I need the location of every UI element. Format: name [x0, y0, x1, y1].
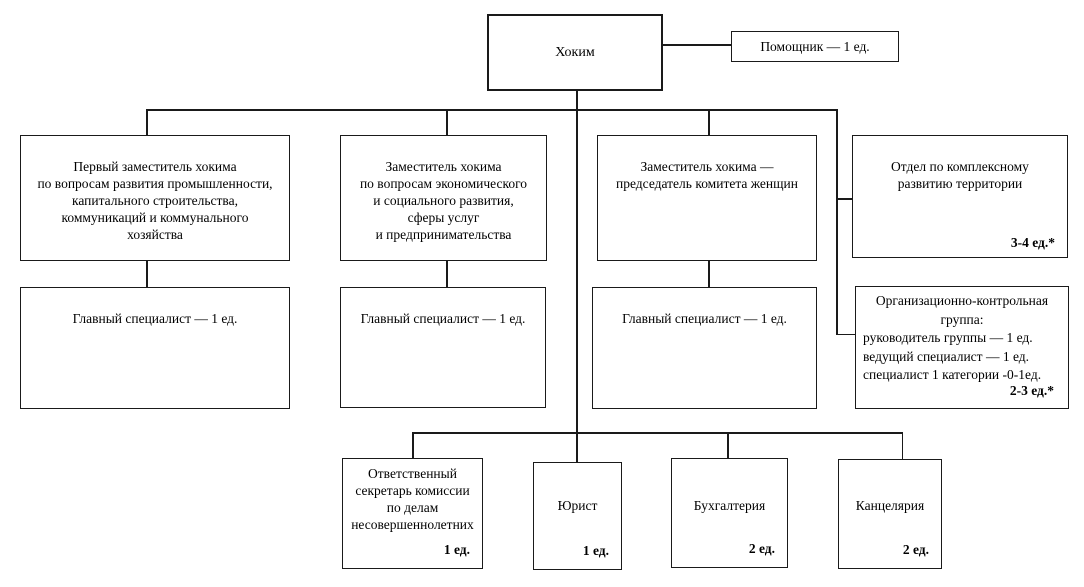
deputy1-label: Первый заместитель хокима по вопросам ра… [37, 159, 273, 242]
connector-branch-complex-dept [836, 198, 852, 200]
complex-dept-label: Отдел по комплексному развитию территори… [891, 159, 1029, 191]
lawyer-count: 1 ед. [582, 543, 609, 558]
chief-specialist3-label: Главный специалист — 1 ед. [622, 311, 787, 326]
connector-drop-chancellery [901, 432, 903, 459]
deputy3-label: Заместитель хокима — председатель комите… [616, 159, 798, 191]
org-control-group-title: Организационно-контрольная группа: [875, 293, 1049, 327]
lawyer-label: Юрист [557, 498, 598, 513]
connector-branch-org-control [836, 333, 855, 335]
accounting-count: 2 ед. [748, 541, 775, 556]
khokim-box: Хоким [487, 14, 663, 91]
connector-central-vertical [576, 91, 578, 462]
connector-drop-deputy2 [446, 109, 448, 135]
complex-dept-count: 3-4 ед.* [1010, 235, 1055, 250]
secretary-box: Ответственный секретарь комиссии по дела… [342, 458, 483, 569]
connector-khokim-assistant [661, 44, 731, 46]
deputy2-label: Заместитель хокима по вопросам экономиче… [359, 159, 528, 242]
connector-drop-secretary [412, 432, 414, 458]
org-control-group-box: Организационно-контрольная группа: руков… [855, 286, 1069, 409]
assistant-label: Помощник — 1 ед. [760, 39, 870, 54]
org-control-group-count: 2-3 ед.* [1009, 383, 1054, 398]
complex-dept-box: Отдел по комплексному развитию территори… [852, 135, 1068, 258]
chief-specialist1-box: Главный специалист — 1 ед. [20, 287, 290, 409]
chief-specialist1-label: Главный специалист — 1 ед. [72, 311, 238, 326]
deputy1-box: Первый заместитель хокима по вопросам ра… [20, 135, 290, 261]
connector-right-vertical [836, 109, 838, 335]
chief-specialist3-box: Главный специалист — 1 ед. [592, 287, 817, 409]
accounting-box: Бухгалтерия 2 ед. [671, 458, 788, 568]
khokim-label: Хоким [555, 45, 595, 60]
chancellery-box: Канцелярия 2 ед. [838, 459, 942, 569]
secretary-label: Ответственный секретарь комиссии по дела… [351, 466, 474, 532]
connector-bottom-horizontal [412, 432, 903, 434]
accounting-label: Бухгалтерия [693, 498, 766, 513]
assistant-box: Помощник — 1 ед. [731, 31, 899, 62]
lawyer-box: Юрист 1 ед. [533, 462, 622, 570]
connector-drop-deputy1 [146, 109, 148, 135]
connector-deputy3-chief3 [708, 261, 710, 287]
connector-row2-horizontal [146, 109, 837, 111]
deputy2-box: Заместитель хокима по вопросам экономиче… [340, 135, 547, 261]
chancellery-count: 2 ед. [902, 542, 929, 557]
secretary-count: 1 ед. [443, 542, 470, 557]
connector-deputy1-chief1 [146, 261, 148, 287]
connector-drop-accounting [727, 432, 729, 458]
connector-deputy2-chief2 [446, 261, 448, 287]
deputy3-box: Заместитель хокима — председатель комите… [597, 135, 817, 261]
chief-specialist2-label: Главный специалист — 1 ед. [360, 311, 526, 326]
connector-drop-deputy3 [708, 109, 710, 135]
org-control-group-staff: руководитель группы — 1 ед. ведущий спец… [863, 330, 1042, 382]
chief-specialist2-box: Главный специалист — 1 ед. [340, 287, 546, 408]
chancellery-label: Канцелярия [855, 498, 925, 513]
